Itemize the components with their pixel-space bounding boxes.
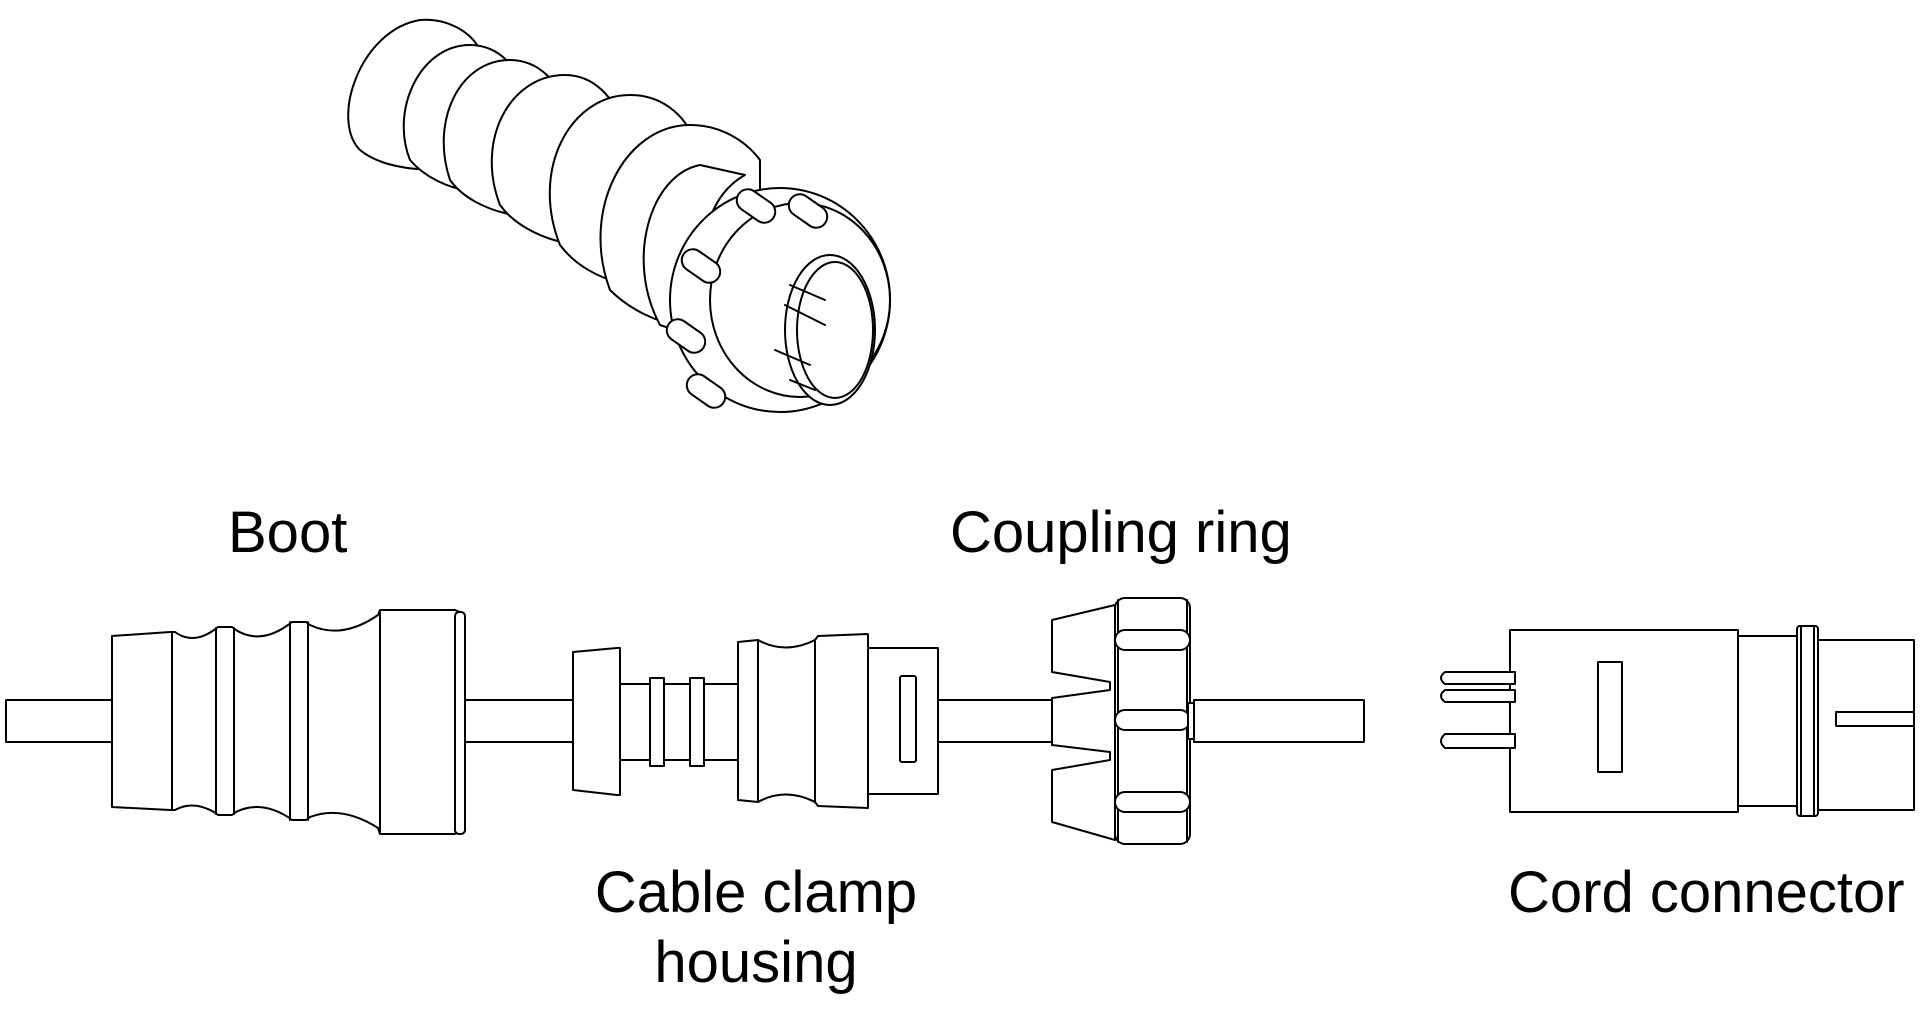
clamp-sleeve-3 bbox=[703, 683, 739, 761]
assembled-lug-5 bbox=[685, 373, 727, 409]
cord-connector-body bbox=[1509, 629, 1739, 813]
cable-clamp-housing-part bbox=[572, 633, 939, 809]
cable-clamp-housing-label-line-2: housing bbox=[654, 930, 858, 995]
boot-body bbox=[111, 609, 461, 835]
assembled-lug-3 bbox=[680, 248, 722, 284]
assembled-connector bbox=[347, 18, 891, 413]
assembled-lug-4 bbox=[665, 318, 707, 354]
coupling-ring-lug-2 bbox=[1114, 709, 1191, 731]
assembled-connector-face-inner bbox=[796, 261, 874, 399]
cord-connector-pin-1 bbox=[1440, 671, 1516, 685]
cord-connector-label: Cord connector bbox=[1508, 860, 1905, 925]
assembled-lug-1 bbox=[735, 188, 777, 224]
assembled-lug-2 bbox=[787, 193, 829, 229]
cord-connector-pin-3 bbox=[1440, 733, 1516, 749]
boot-lip bbox=[454, 611, 466, 835]
cable-middle-segment-1 bbox=[464, 699, 574, 743]
cord-connector-key bbox=[1835, 711, 1915, 727]
clamp-sleeve-ring-2 bbox=[689, 677, 705, 767]
coupling-ring-part bbox=[1051, 597, 1195, 845]
clamp-sleeve-1 bbox=[619, 683, 651, 761]
clamp-sleeve-2 bbox=[663, 683, 691, 761]
clamp-housing-slot bbox=[899, 675, 917, 763]
coupling-ring-collar bbox=[1051, 604, 1116, 841]
cord-connector-slot bbox=[1597, 661, 1623, 773]
assembled-pin-2 bbox=[784, 304, 826, 326]
clamp-body bbox=[737, 633, 869, 809]
cord-connector-neck bbox=[1737, 635, 1798, 807]
coupling-ring-lug-1 bbox=[1114, 629, 1191, 651]
assembled-pin-3 bbox=[774, 349, 811, 366]
clamp-sleeve-ring-1 bbox=[649, 677, 665, 767]
assembled-pin-1 bbox=[789, 284, 826, 301]
cable-middle-segment-2 bbox=[937, 699, 1055, 743]
coupling-ring-lug-3 bbox=[1114, 791, 1191, 813]
cord-connector-part bbox=[1440, 625, 1915, 817]
cable-clamp-housing-label-line-1: Cable clamp bbox=[594, 860, 918, 925]
boot-label: Boot bbox=[228, 500, 348, 565]
cable-left-segment bbox=[5, 699, 117, 743]
assembled-pin-4 bbox=[789, 379, 816, 391]
cord-connector-pin-2 bbox=[1440, 689, 1516, 703]
clamp-nut bbox=[572, 647, 621, 796]
boot-part bbox=[111, 609, 466, 835]
coupling-ring-label: Coupling ring bbox=[950, 500, 1292, 565]
cable-right-segment bbox=[1193, 699, 1365, 743]
